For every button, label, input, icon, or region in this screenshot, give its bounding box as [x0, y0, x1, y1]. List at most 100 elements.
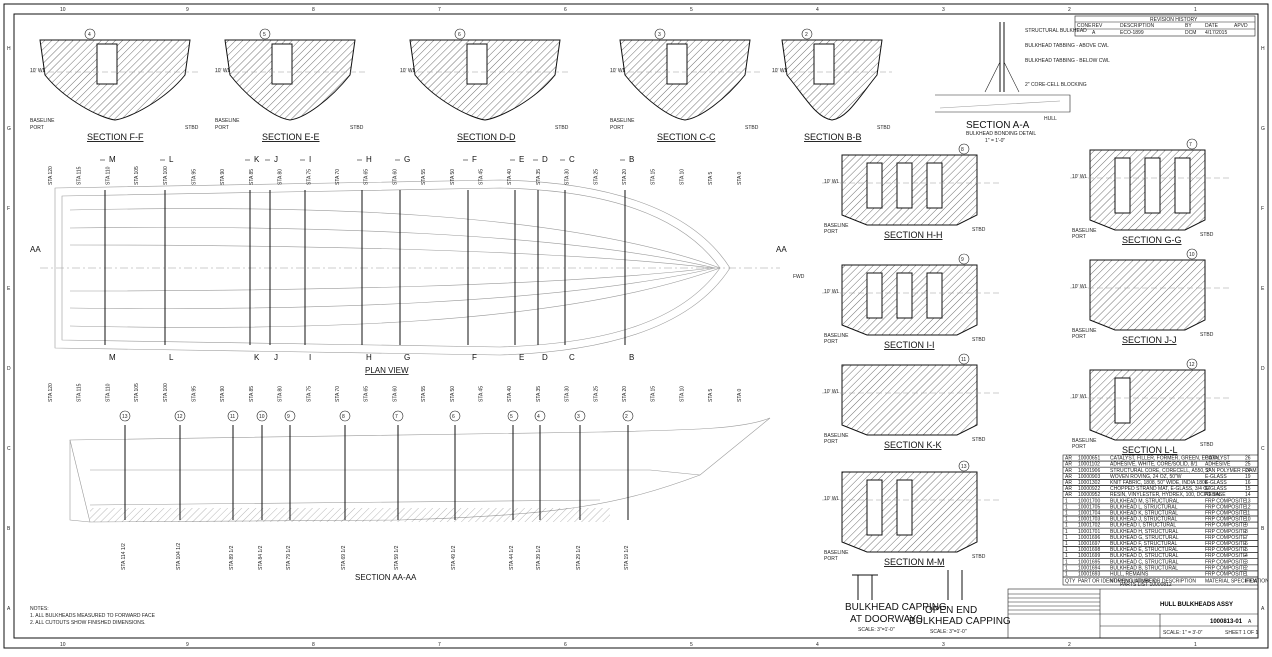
waterline-label: 10' WL — [824, 389, 840, 395]
bom-cell: 1 — [1065, 511, 1068, 517]
drawing-scale: SCALE: 1" = 3'-0" — [1163, 630, 1203, 636]
baseline-label: BASELINE — [30, 118, 55, 124]
callout-bubble — [534, 410, 546, 422]
bom-cell: 16 — [1245, 480, 1251, 486]
bom-cell: 5 — [1245, 547, 1248, 553]
cutout — [271, 43, 293, 85]
bom-cell: 12 — [1245, 504, 1251, 510]
bom-cell: 9 — [1245, 523, 1248, 529]
station-label: STA 115 — [77, 166, 83, 185]
bom-cell: FRP COMPOSITE — [1205, 559, 1247, 565]
callout-bubble — [392, 410, 404, 422]
stbd-label: STBD — [1200, 332, 1214, 338]
section-title: SECTION M-M — [884, 557, 945, 567]
drawing-title: HULL BULKHEADS ASSY — [1160, 602, 1233, 608]
bom-cell: 11 — [1245, 511, 1250, 517]
bom-cell: 10000952 — [1078, 492, 1100, 498]
cutout — [866, 479, 883, 536]
station-label: STA 5 — [708, 389, 714, 402]
plan-aa-right: AA — [776, 245, 787, 254]
bom-cell: 6 — [1245, 541, 1248, 547]
section-title: SECTION C-C — [657, 132, 716, 142]
baseline-label: BASELINE — [824, 433, 849, 439]
title-block: HULL BULKHEADS ASSY 1000813-01 A SCALE: … — [1007, 588, 1258, 639]
waterline-label: 10' WL — [215, 68, 231, 74]
callout-number: 12 — [177, 414, 183, 420]
profile-title: SECTION AA-AA — [355, 573, 417, 582]
bom-cell: 26 — [1245, 456, 1251, 462]
cutout — [896, 162, 913, 209]
bom-cell: 7 — [1245, 535, 1248, 541]
cut-letter-bottom: J — [274, 353, 278, 362]
bom-cell: E-GLASS — [1205, 486, 1227, 492]
cut-letter-top: J — [274, 155, 278, 164]
station-label: STA 85 — [249, 386, 255, 402]
bom-cell: AR — [1065, 480, 1072, 486]
bom-cell: 1 — [1065, 523, 1068, 529]
cutout — [96, 43, 118, 85]
station-label: STA 80 — [278, 169, 284, 185]
station-label: STA 120 — [48, 166, 54, 185]
station-label: STA 30 — [565, 169, 571, 185]
zone-col-label: 8 — [312, 642, 315, 648]
cutout — [1114, 157, 1131, 214]
bom-cell: ADHESIVE, WHITE, CORE/SOLID, 8/1 — [1110, 462, 1198, 468]
station-label: STA 65 — [364, 386, 370, 402]
baseline-label: BASELINE — [824, 333, 849, 339]
station-label: STA 10 — [679, 169, 685, 185]
bom-header-cell: ITEM — [1245, 579, 1257, 585]
bulkhead-shape — [1089, 369, 1206, 441]
bom-cell: AR — [1065, 468, 1072, 474]
callout-number: 11 — [230, 414, 235, 420]
callout-number: 4 — [537, 414, 540, 420]
callout-bubble — [454, 28, 466, 40]
station-label: STA 40 — [507, 169, 513, 185]
bom-cell: BULKHEAD M, STRUCTURAL — [1110, 498, 1179, 504]
zone-col-label: 2 — [1068, 642, 1071, 648]
revision-column-header: APVD — [1234, 23, 1248, 29]
zone-col-label: 1 — [1194, 7, 1197, 13]
station-label: STA 20 — [622, 169, 628, 185]
station-label: STA 0 — [737, 389, 743, 402]
bom-cell: 10 — [1245, 517, 1251, 523]
stbd-label: STBD — [555, 125, 569, 131]
section-title: SECTION I-I — [884, 340, 935, 350]
callout-bubble — [958, 353, 970, 365]
station-label: STA 45 — [479, 169, 485, 185]
cut-letter-top: F — [472, 155, 477, 164]
bom-cell: ADHESIVE — [1205, 462, 1231, 468]
note-2: 2. ALL CUTOUTS SHOW FINISHED DIMENSIONS. — [30, 620, 146, 626]
revision-column-header: DATE — [1205, 23, 1219, 29]
bom-cell: BULKHEAD F, STRUCTURAL — [1110, 541, 1177, 547]
bom-cell: BULKHEAD I, STRUCTURAL — [1110, 523, 1176, 529]
revision-cell: ECO-1899 — [1120, 30, 1144, 36]
baseline-label: BASELINE — [215, 118, 240, 124]
bulkhead-shape — [1089, 259, 1206, 331]
callout-bubble — [119, 410, 131, 422]
bom-cell: 1 — [1065, 572, 1068, 578]
station-label: STA 35 — [536, 386, 542, 402]
bom-cell: 10001694 — [1078, 565, 1100, 571]
callout-number: 9 — [961, 257, 964, 263]
callout-bubble — [1186, 358, 1198, 370]
station-label: STA 75 — [306, 386, 312, 402]
station-label: STA 120 — [48, 383, 54, 402]
bom-header-cell: QTY — [1065, 579, 1076, 585]
bom-cell: 1 — [1065, 547, 1068, 553]
bom-cell: 13 — [1245, 498, 1251, 504]
plan-aa-left: AA — [30, 245, 41, 254]
cut-letter-bottom: F — [472, 353, 477, 362]
bom-cell: 1 — [1065, 517, 1068, 523]
station-label: STA 60 — [392, 169, 398, 185]
zone-row-label: H — [7, 46, 11, 52]
cut-letter-top: B — [629, 155, 634, 164]
detail-1-title: BULKHEAD CAPPING — [845, 602, 947, 613]
bom-cell: FRP COMPOSITE — [1205, 523, 1247, 529]
bom-cell: AR — [1065, 474, 1072, 480]
station-label: STA 44 1/2 — [509, 545, 515, 570]
